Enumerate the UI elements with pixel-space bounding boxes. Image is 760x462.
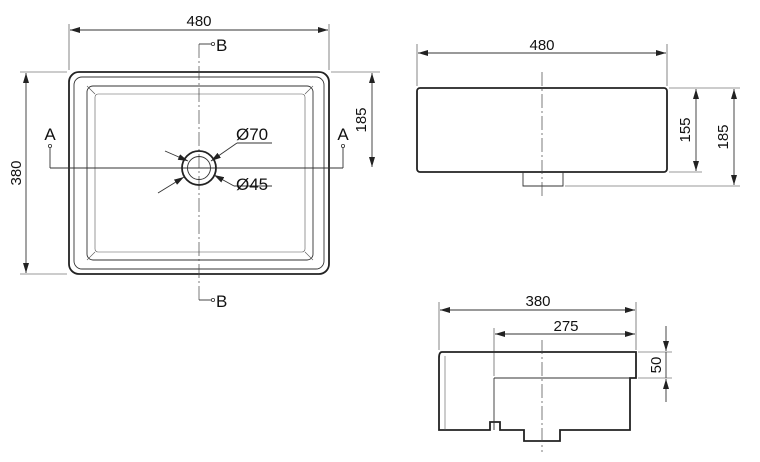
basin-bowl-floor [94,93,306,253]
section-a-left-label: A [44,125,56,144]
front-view: 480 155 185 [416,37,740,196]
top-height-label: 380 [8,160,25,185]
front-body-height-label: 155 [677,117,694,142]
drain-inner-diameter-label: Ø45 [236,175,268,194]
top-depth-label: 185 [353,107,370,132]
corner-line [86,85,96,95]
basin-bowl-outline [86,85,314,261]
section-inner-label: 275 [553,318,578,335]
section-a-right-label: A [337,125,349,144]
section-b-bottom-label: B [216,292,227,311]
front-total-height-label: 185 [715,124,732,149]
section-view: 380 275 50 [438,293,672,452]
top-view: 480 380 185 A A B B Ø70 [8,13,380,311]
section-rim-label: 50 [648,357,665,374]
drain-outer-diameter-label: Ø70 [236,125,268,144]
front-drain-outline [522,172,564,187]
corner-line [304,85,314,95]
section-body-outline [438,351,637,442]
front-width-label: 480 [529,37,554,54]
drain-outer-circle [181,150,217,186]
corner-line [86,251,96,261]
corner-line [304,251,314,261]
section-width-label: 380 [525,293,550,310]
section-b-top-label: B [216,36,227,55]
drain-inner-circle [187,156,211,180]
top-width-label: 480 [186,13,211,30]
